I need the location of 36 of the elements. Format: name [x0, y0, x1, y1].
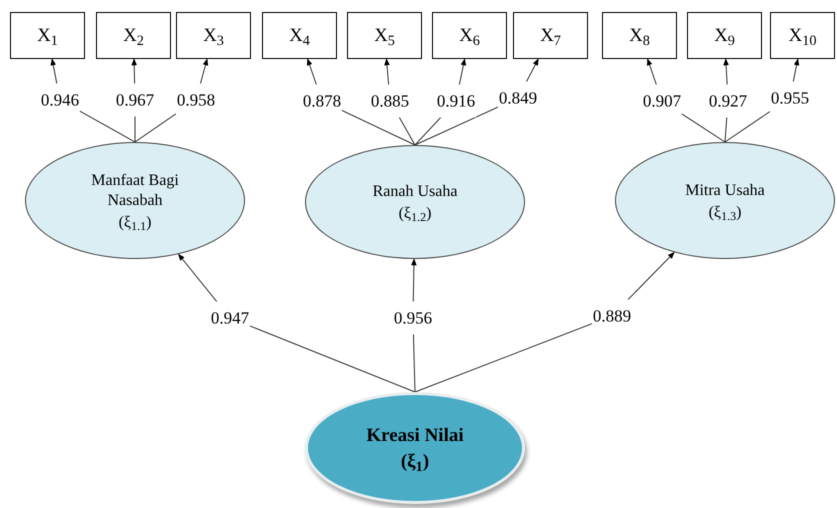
indicator-label: X$_{8}$: [629, 26, 650, 45]
indicator-label: X$_{2}$: [123, 26, 144, 45]
construct-symbol: (ξ$_{1}$): [400, 450, 430, 474]
indicator-box: [347, 12, 422, 59]
indicator-label: X$_{4}$: [289, 26, 310, 45]
indicator-label: X$_{9}$: [714, 26, 735, 45]
indicator-label: X$_{6}$: [459, 26, 480, 45]
indicator-box: [687, 12, 762, 59]
indicator-box: [770, 12, 835, 59]
construct-name: Mitra Usaha: [684, 180, 766, 200]
indicator-box: [262, 12, 337, 59]
construct-name: Ranah Usaha: [372, 182, 458, 202]
indicator-label: X$_{3}$: [203, 26, 224, 45]
indicator-box: [10, 12, 85, 59]
indicator-box: [513, 12, 588, 59]
edge-label: 0.907: [642, 84, 682, 118]
edge-label: 0.956: [392, 302, 434, 334]
construct-symbol: (ξ$_{1.1}$): [118, 212, 152, 232]
construct-symbol: (ξ$_{1.3}$): [708, 202, 742, 222]
indicator-box: [176, 12, 251, 59]
indicator-label: X$_{1}$: [37, 26, 58, 45]
construct-symbol: (ξ$_{1.2}$): [398, 204, 432, 224]
construct-name: Manfaat Bagi Nasabah: [90, 170, 180, 210]
indicator-label: X$_{10}$: [788, 26, 816, 45]
indicator-box: [432, 12, 507, 59]
indicator-box: [96, 12, 171, 59]
edge-label: 0.955: [770, 82, 810, 114]
edge-label: 0.927: [708, 84, 748, 118]
edge-label: 0.958: [176, 84, 216, 116]
construct-name: Kreasi Nilai: [365, 424, 465, 448]
edge-label: 0.885: [370, 84, 410, 118]
edge-label: 0.916: [436, 84, 476, 118]
indicator-label: X$_{5}$: [374, 26, 395, 45]
indicator-box: [602, 12, 677, 59]
edge-label: 0.967: [114, 84, 156, 116]
indicator-label: X$_{7}$: [540, 26, 561, 45]
